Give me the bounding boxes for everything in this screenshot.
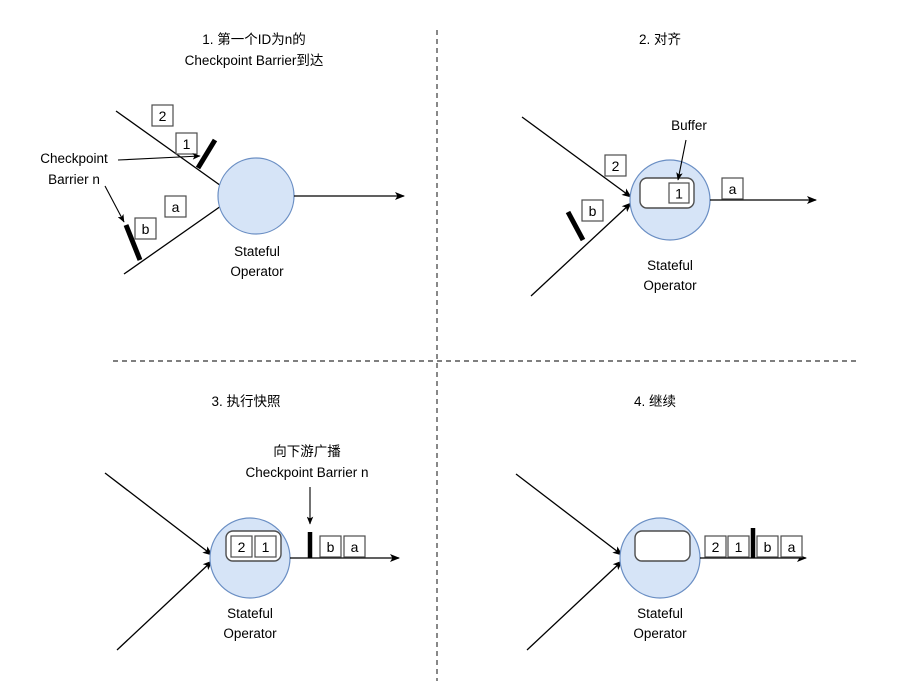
panel-3-buffer-record-2: 2 <box>230 535 253 558</box>
panel-3-annotation-line2: Checkpoint Barrier n <box>245 465 368 480</box>
panel-1-record-box-2: 2 <box>151 104 174 127</box>
panel-3-output-record-a: a <box>343 535 366 558</box>
panel-1-annotation-leader-upper <box>117 153 201 161</box>
panel-1-stateful-operator-circle <box>217 157 295 235</box>
panel-2-buffer-record-1: 1 <box>668 182 690 204</box>
panel-3-buffer-record-1-label: 1 <box>262 539 270 555</box>
panel-2-record-box-2: 2 <box>604 154 627 177</box>
panel-2-upper-stream-line <box>521 116 632 198</box>
panel-2-annotation-leader <box>676 139 687 181</box>
panel-2-record-box-2-label: 2 <box>612 158 620 174</box>
panel-4-operator-label-line1: Stateful <box>637 606 683 621</box>
panel-1-upper-checkpoint-barrier-bar <box>195 138 218 170</box>
panel-2-lower-checkpoint-barrier-bar <box>565 210 586 242</box>
panel-2-output-record-a-label: a <box>729 181 737 197</box>
panel-4-output-record-b: b <box>756 535 779 558</box>
panel-3-output-record-b-label: b <box>327 539 335 555</box>
panel-4: 4. 继续 2 1 b a Stateful Operat <box>515 394 807 651</box>
panel-2-lower-stream-line <box>530 202 632 297</box>
panel-3-buffer-record-2-label: 2 <box>238 539 246 555</box>
panel-4-operator-label-line2: Operator <box>633 626 687 641</box>
panel-3-output-record-a-label: a <box>351 539 359 555</box>
panel-4-output-record-a-label: a <box>788 539 796 555</box>
panel-3-buffer-record-1: 1 <box>254 535 277 558</box>
panel-1-title-line2: Checkpoint Barrier到达 <box>185 53 324 68</box>
panel-3-title-line1: 3. 执行快照 <box>211 394 280 409</box>
panel-3-operator-label-line1: Stateful <box>227 606 273 621</box>
panel-3-output-record-b: b <box>319 535 342 558</box>
panel-4-lower-stream-line <box>526 560 623 651</box>
panel-1-record-box-1: 1 <box>175 132 198 155</box>
panel-1-operator-label-line2: Operator <box>230 264 284 279</box>
panel-3-annotation-line1: 向下游广播 <box>273 444 341 459</box>
panel-1-record-box-1-label: 1 <box>183 136 191 152</box>
panel-4-output-record-2: 2 <box>704 535 727 558</box>
panel-2-annotation-line1: Buffer <box>671 118 707 133</box>
panel-2-operator-label-line1: Stateful <box>647 258 693 273</box>
panel-4-title-line1: 4. 继续 <box>634 394 676 409</box>
panel-4-upper-stream-line <box>515 473 623 556</box>
panel-1-lower-checkpoint-barrier-bar <box>123 224 143 261</box>
panel-1-operator-label-line1: Stateful <box>234 244 280 259</box>
panel-2-operator-label-line2: Operator <box>643 278 697 293</box>
panel-3: 3. 执行快照 2 1 b a 向下游广播 C <box>104 394 400 651</box>
panel-1-record-box-a: a <box>164 195 187 218</box>
panel-3-lower-stream-line <box>116 560 213 651</box>
panel-1-record-box-2-label: 2 <box>159 108 167 124</box>
panel-4-output-record-1: 1 <box>727 535 750 558</box>
panel-4-output-record-1-label: 1 <box>735 539 743 555</box>
panel-1: 1. 第一个ID为n的 Checkpoint Barrier到达 2 1 a <box>40 31 405 279</box>
panel-1-annotation-leader-lower <box>104 185 125 223</box>
panel-1-upper-stream-line <box>115 110 232 194</box>
panel-2-record-box-b-label: b <box>589 203 597 219</box>
panel-4-output-record-2-label: 2 <box>712 539 720 555</box>
panel-2-output-record-a: a <box>721 177 744 200</box>
panel-2-buffer-record-1-label: 1 <box>675 186 683 202</box>
panel-1-record-box-b-label: b <box>142 221 150 237</box>
panel-3-upper-stream-line <box>104 472 213 556</box>
panel-1-title-line1: 1. 第一个ID为n的 <box>202 31 306 47</box>
panel-1-annotation-line2: Barrier n <box>48 172 100 187</box>
panel-4-buffer-box <box>634 530 691 562</box>
panel-1-record-box-b: b <box>134 217 157 240</box>
panel-1-lower-stream-line <box>123 198 232 275</box>
panel-4-output-record-a: a <box>780 535 803 558</box>
panel-2-record-box-b: b <box>581 199 604 222</box>
panel-2-title-line1: 2. 对齐 <box>639 32 682 47</box>
panel-1-annotation-line1: Checkpoint <box>40 151 108 166</box>
panel-1-record-box-a-label: a <box>172 199 180 215</box>
panel-3-operator-label-line2: Operator <box>223 626 277 641</box>
panel-4-output-record-b-label: b <box>764 539 772 555</box>
panel-2: 2. 对齐 1 2 b a Buf <box>521 32 817 297</box>
